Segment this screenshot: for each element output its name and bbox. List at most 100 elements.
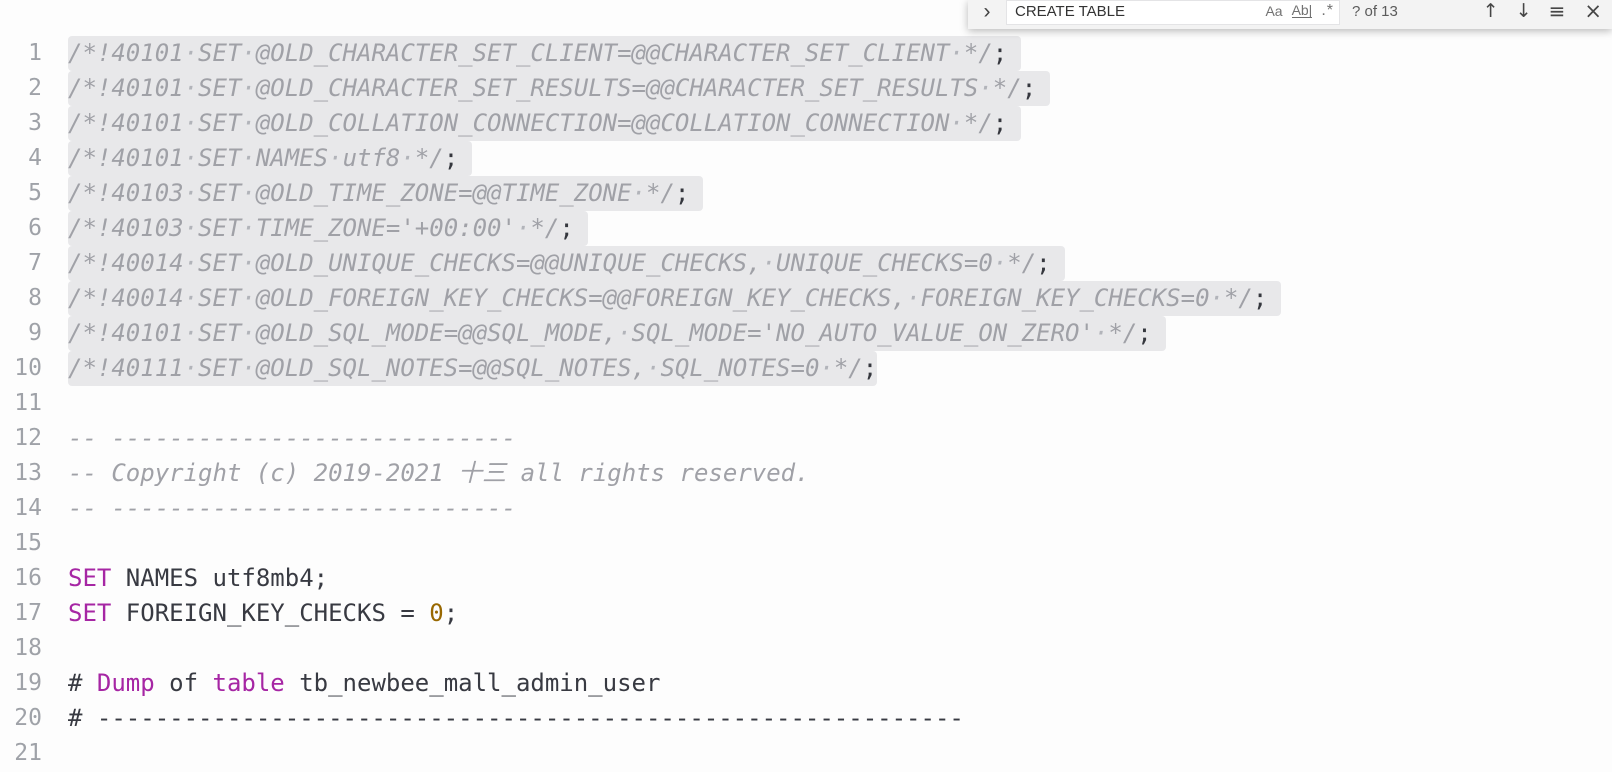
code-line[interactable]: 11: [0, 386, 1612, 421]
find-input[interactable]: [1007, 2, 1262, 23]
token: ;: [992, 39, 1008, 67]
token: ·: [241, 249, 256, 277]
code-line[interactable]: 3/*!40101·SET·@OLD_COLLATION_CONNECTION=…: [0, 106, 1612, 141]
token: SET: [198, 354, 242, 382]
token: SET: [68, 564, 112, 592]
token: ·: [183, 179, 199, 207]
selection-highlight: /*!40101·SET·@OLD_SQL_MODE=@@SQL_MODE,·S…: [68, 316, 1166, 351]
token: */: [1007, 249, 1037, 277]
token: ;: [1137, 319, 1152, 347]
line-number: 14: [14, 495, 42, 521]
token: @OLD_UNIQUE_CHECKS=@@UNIQUE_CHECKS,: [255, 249, 762, 277]
token: SET: [198, 109, 242, 137]
token: */: [963, 109, 993, 137]
token: SET: [198, 214, 242, 242]
code-line[interactable]: 21: [0, 736, 1612, 771]
code-text: -- Copyright (c) 2019-2021 十三 all rights…: [68, 456, 810, 491]
code-text: -- ----------------------------: [68, 491, 516, 526]
line-number: 19: [14, 670, 42, 696]
token: SET: [198, 179, 242, 207]
selection-highlight: /*!40101·SET·NAMES·utf8·*/;: [68, 141, 473, 176]
match-case-icon[interactable]: Aa: [1265, 3, 1283, 19]
selection-highlight: /*!40101·SET·@OLD_CHARACTER_SET_RESULTS=…: [68, 71, 1051, 106]
code-line[interactable]: 14 -- ----------------------------: [0, 491, 1612, 526]
code-line[interactable]: 4/*!40101·SET·NAMES·utf8·*/;: [0, 141, 1612, 176]
code-line[interactable]: 20# ------------------------------------…: [0, 701, 1612, 736]
code-line[interactable]: 13-- Copyright (c) 2019-2021 十三 all righ…: [0, 456, 1612, 491]
line-number: 1: [28, 40, 42, 66]
token: ·: [761, 249, 777, 277]
token: /*!40103: [68, 179, 184, 207]
token: ·: [819, 354, 834, 382]
token: SET: [198, 284, 242, 312]
find-input-box: Aa Ab| .*: [1006, 0, 1340, 25]
find-in-selection-icon[interactable]: ≡: [1548, 0, 1566, 23]
regex-icon[interactable]: .*: [1321, 2, 1334, 19]
code-line[interactable]: 9/*!40101·SET·@OLD_SQL_MODE=@@SQL_MODE,·…: [0, 316, 1612, 351]
code-line[interactable]: 18: [0, 631, 1612, 666]
token: */: [833, 354, 863, 382]
code-line[interactable]: 2/*!40101·SET·@OLD_CHARACTER_SET_RESULTS…: [0, 71, 1612, 106]
code-text: # --------------------------------------…: [68, 701, 964, 736]
token: ·: [183, 284, 199, 312]
token: -- ----------------------------: [68, 424, 516, 452]
token: ·: [241, 144, 256, 172]
next-match-icon[interactable]: ↓: [1515, 0, 1532, 22]
code-line[interactable]: 6/*!40103·SET·TIME_ZONE='+00:00'·*/;: [0, 211, 1612, 246]
token: ·: [241, 284, 256, 312]
token: */: [1223, 284, 1253, 312]
token: /*!40101: [68, 319, 184, 347]
token: ;: [1036, 249, 1051, 277]
token: FOREIGN_KEY_CHECKS =: [111, 599, 430, 627]
token: ·: [949, 109, 964, 137]
code-line[interactable]: 12 -- ----------------------------: [0, 421, 1612, 456]
token: /*!40101: [68, 39, 184, 67]
find-results-count: ? of 13: [1352, 3, 1398, 20]
code-line[interactable]: 15: [0, 526, 1612, 561]
token: table: [212, 669, 285, 697]
token: /*!40014: [68, 249, 184, 277]
token: UNIQUE_CHECKS=0: [776, 249, 993, 277]
code-line[interactable]: 19# Dump of table tb_newbee_mall_admin_u…: [0, 666, 1612, 701]
whole-word-icon[interactable]: Ab|: [1291, 2, 1313, 18]
token: @OLD_FOREIGN_KEY_CHECKS=@@FOREIGN_KEY_CH…: [255, 284, 907, 312]
line-number: 12: [14, 425, 42, 451]
token: /*!40103: [68, 214, 184, 242]
token: */: [992, 74, 1022, 102]
selection-highlight: /*!40014·SET·@OLD_FOREIGN_KEY_CHECKS=@@F…: [68, 281, 1282, 316]
token: -- Copyright (c) 2019-2021 十三 all rights…: [68, 459, 810, 487]
token: ·: [183, 319, 199, 347]
token: tb_newbee_mall_admin_user: [284, 669, 661, 697]
close-icon[interactable]: ×: [1584, 0, 1602, 23]
token: */: [646, 179, 675, 207]
token: @OLD_TIME_ZONE=@@TIME_ZONE: [255, 179, 632, 207]
token: ·: [241, 354, 256, 382]
token: TIME_ZONE='+00:00': [255, 214, 516, 242]
code-line[interactable]: 8/*!40014·SET·@OLD_FOREIGN_KEY_CHECKS=@@…: [0, 281, 1612, 316]
code-text: SET FOREIGN_KEY_CHECKS = 0;: [68, 596, 458, 631]
token: SQL_NOTES=0: [660, 354, 820, 382]
token: ·: [1093, 319, 1109, 347]
token: ;: [992, 109, 1008, 137]
token: ·: [241, 179, 256, 207]
find-expand-toggle[interactable]: ›: [976, 0, 998, 23]
token: ·: [617, 319, 632, 347]
token: */: [414, 144, 444, 172]
selection-highlight: /*!40101·SET·@OLD_COLLATION_CONNECTION=@…: [68, 106, 1022, 141]
token: ·: [949, 39, 964, 67]
code-line[interactable]: 10/*!40111·SET·@OLD_SQL_NOTES=@@SQL_NOTE…: [0, 351, 1612, 386]
code-line[interactable]: 7/*!40014·SET·@OLD_UNIQUE_CHECKS=@@UNIQU…: [0, 246, 1612, 281]
token: ·: [241, 109, 256, 137]
code-text: /*!40014·SET·@OLD_FOREIGN_KEY_CHECKS=@@F…: [68, 281, 1282, 316]
selection-highlight: /*!40101·SET·@OLD_CHARACTER_SET_CLIENT=@…: [68, 36, 1022, 71]
selection-highlight: /*!40103·SET·TIME_ZONE='+00:00'·*/;: [68, 211, 588, 246]
previous-match-icon[interactable]: ↑: [1482, 0, 1499, 22]
code-line[interactable]: 1/*!40101·SET·@OLD_CHARACTER_SET_CLIENT=…: [0, 36, 1612, 71]
code-line[interactable]: 5/*!40103·SET·@OLD_TIME_ZONE=@@TIME_ZONE…: [0, 176, 1612, 211]
token: @OLD_CHARACTER_SET_RESULTS=@@CHARACTER_S…: [255, 74, 979, 102]
token: ·: [241, 74, 256, 102]
token: ·: [978, 74, 993, 102]
